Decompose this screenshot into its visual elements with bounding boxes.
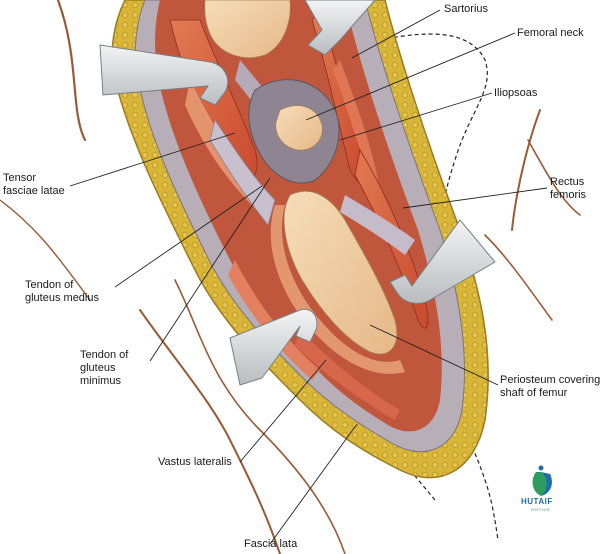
label-tendon-gluteus-minimus: Tendon of gluteus minimus — [80, 349, 129, 387]
label-tendon-gluteus-medius: Tendon of gluteus medius — [25, 279, 99, 304]
superficial-nerves — [0, 0, 581, 554]
femoral-neck-bone — [275, 105, 323, 151]
label-femoral-neck: Femoral neck — [517, 27, 584, 39]
label-periosteum: Periosteum covering shaft of femur — [500, 374, 601, 399]
label-fascia-lata: Fascia lata — [244, 538, 298, 550]
label-tensor-fasciae-latae: Tensor fasciae latae — [3, 172, 65, 197]
femur-shaft — [283, 190, 398, 355]
label-rectus-femoris: Rectus femoris — [550, 176, 587, 201]
retractors — [99, 0, 496, 386]
hutaif-logo-emblem — [532, 465, 552, 496]
periosteum-layer — [270, 205, 405, 374]
greater-trochanter — [204, 0, 291, 59]
label-leader-lines — [69, 9, 548, 545]
label-iliopsoas: Iliopsoas — [494, 87, 538, 99]
logo-sub: ORTHO — [531, 507, 551, 512]
label-vastus-lateralis: Vastus lateralis — [158, 456, 232, 468]
logo-name: HUTAIF — [521, 497, 553, 506]
label-sartorius: Sartorius — [444, 3, 489, 15]
